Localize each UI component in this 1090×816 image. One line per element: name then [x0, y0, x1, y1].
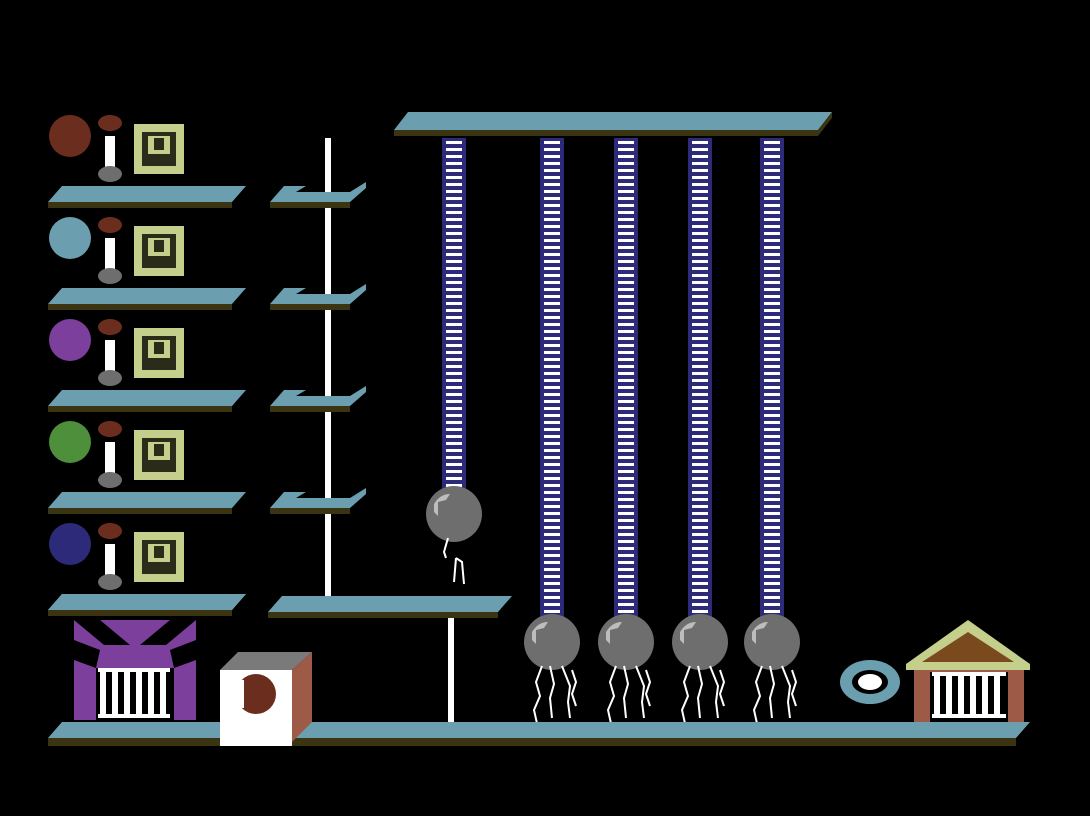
tower-shelf [48, 488, 366, 514]
tower-shelf [48, 386, 366, 412]
lever-icon [98, 421, 122, 488]
launch-pole [448, 618, 454, 722]
legs [606, 665, 652, 729]
player-color-icon [49, 421, 91, 463]
ball [598, 614, 654, 670]
spring-ball-icon[interactable] [524, 138, 580, 729]
tower-shelf [48, 594, 246, 616]
legs [680, 665, 726, 729]
floor [48, 722, 1030, 746]
tower-shelf [48, 182, 366, 208]
player-tower [48, 115, 366, 616]
ring-icon[interactable] [840, 660, 900, 704]
spring-ball-icon[interactable] [744, 138, 800, 729]
lever-icon [98, 523, 122, 590]
player-slot[interactable] [48, 217, 366, 310]
lever-icon [98, 319, 122, 386]
tower-shelf [48, 284, 366, 310]
spring-ball-icon[interactable] [598, 138, 654, 729]
control-panel-icon[interactable] [134, 532, 184, 582]
washer-icon[interactable] [220, 652, 312, 746]
top-beam [394, 112, 832, 136]
launch-shelf [268, 596, 512, 618]
lever-icon [98, 217, 122, 284]
legs [752, 665, 798, 729]
ball [672, 614, 728, 670]
tower-pole [325, 138, 331, 618]
control-panel-icon[interactable] [134, 226, 184, 276]
control-panel-icon[interactable] [134, 328, 184, 378]
ball [524, 614, 580, 670]
spring-ball-icon[interactable] [426, 138, 482, 585]
player-color-icon [49, 115, 91, 157]
house-icon[interactable] [906, 620, 1030, 722]
player-color-icon [49, 217, 91, 259]
ball [744, 614, 800, 670]
player-slot[interactable] [48, 115, 366, 208]
control-panel-icon[interactable] [134, 430, 184, 480]
player-color-icon [49, 523, 91, 565]
player-slot[interactable] [48, 319, 366, 412]
spring-row [426, 138, 800, 729]
control-panel-icon[interactable] [134, 124, 184, 174]
legs [532, 665, 578, 729]
lever-icon [98, 115, 122, 182]
player-slot[interactable] [48, 523, 246, 616]
legs [442, 537, 465, 585]
player-slot[interactable] [48, 421, 366, 514]
gate-icon[interactable] [74, 620, 196, 720]
ball [426, 486, 482, 542]
spring-ball-icon[interactable] [672, 138, 728, 729]
player-color-icon [49, 319, 91, 361]
